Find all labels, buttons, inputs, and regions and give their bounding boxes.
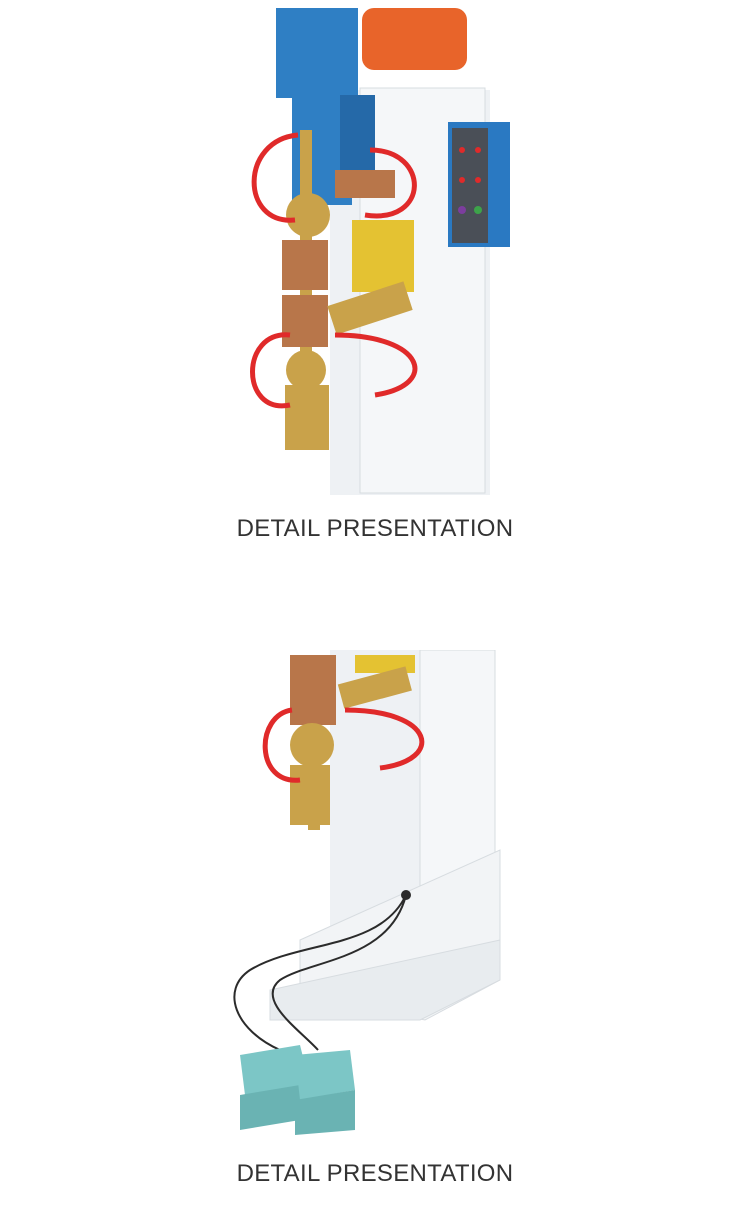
machine-base-photo	[0, 650, 750, 1150]
pneumatic-cylinder-icon	[276, 8, 358, 98]
brass-clamp-icon	[286, 193, 330, 237]
cable-icon	[262, 707, 301, 783]
section-caption: DETAIL PRESENTATION	[236, 1160, 514, 1187]
machine-upper-photo	[0, 0, 750, 500]
foot-pedal-icon	[295, 1050, 355, 1100]
air-tank-icon	[362, 8, 467, 70]
cable-icon	[251, 132, 299, 223]
brass-clamp-icon	[290, 723, 334, 767]
section-caption: DETAIL PRESENTATION	[236, 515, 514, 542]
foot-pedal-icon	[240, 1045, 310, 1095]
